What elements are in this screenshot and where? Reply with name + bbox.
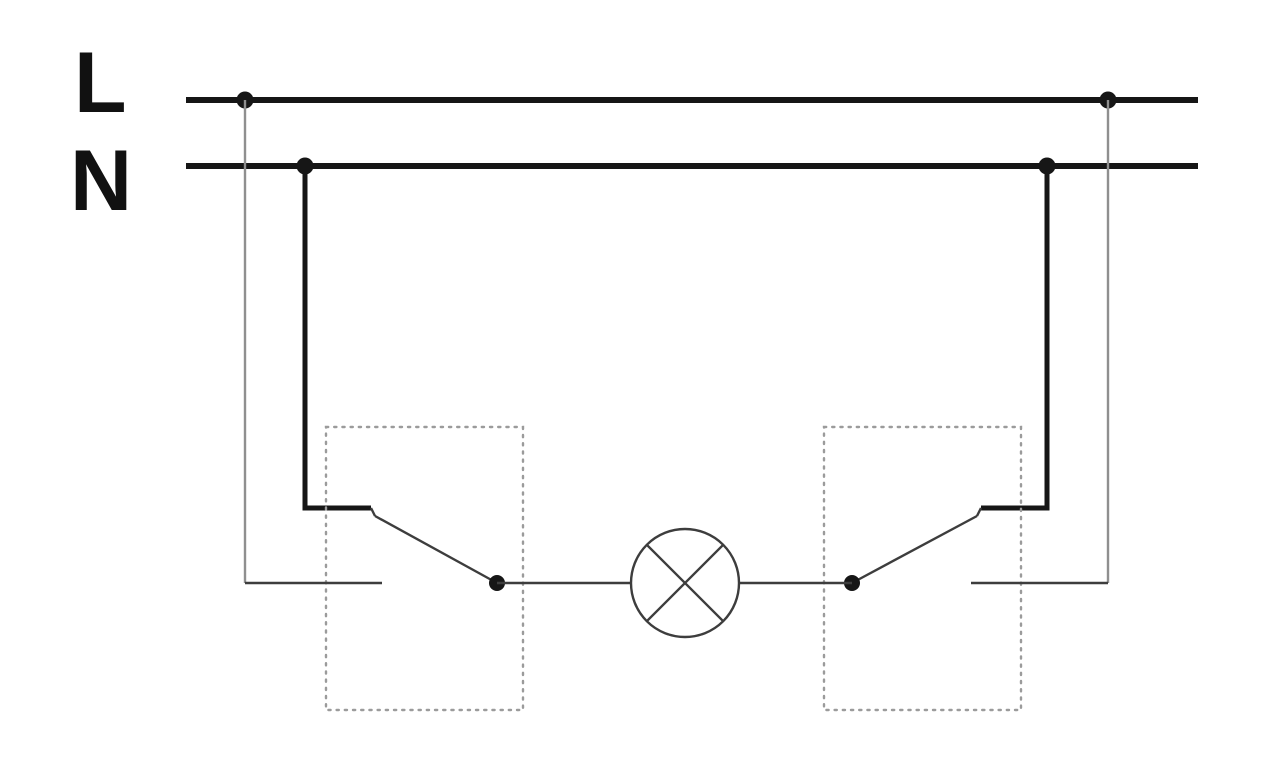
line-label-live: L xyxy=(74,35,127,131)
switch-right-lever xyxy=(851,514,978,585)
line-label-neutral: N xyxy=(70,133,132,229)
switch-left-box xyxy=(324,425,525,712)
switch-left-icon xyxy=(245,507,505,591)
neutral-feed-left-wire xyxy=(302,166,371,511)
switch-right-terminal-step xyxy=(975,507,983,517)
lamp-circle xyxy=(629,527,741,639)
lamp-icon xyxy=(629,527,741,639)
switch-right-icon xyxy=(844,507,1108,591)
lamp-cross-line-2 xyxy=(645,543,725,623)
switch-left-lever xyxy=(374,514,498,585)
neutral-feed-right-wire xyxy=(981,166,1050,511)
switch-right-box xyxy=(822,425,1023,712)
switch-left-terminal-step xyxy=(369,507,377,517)
